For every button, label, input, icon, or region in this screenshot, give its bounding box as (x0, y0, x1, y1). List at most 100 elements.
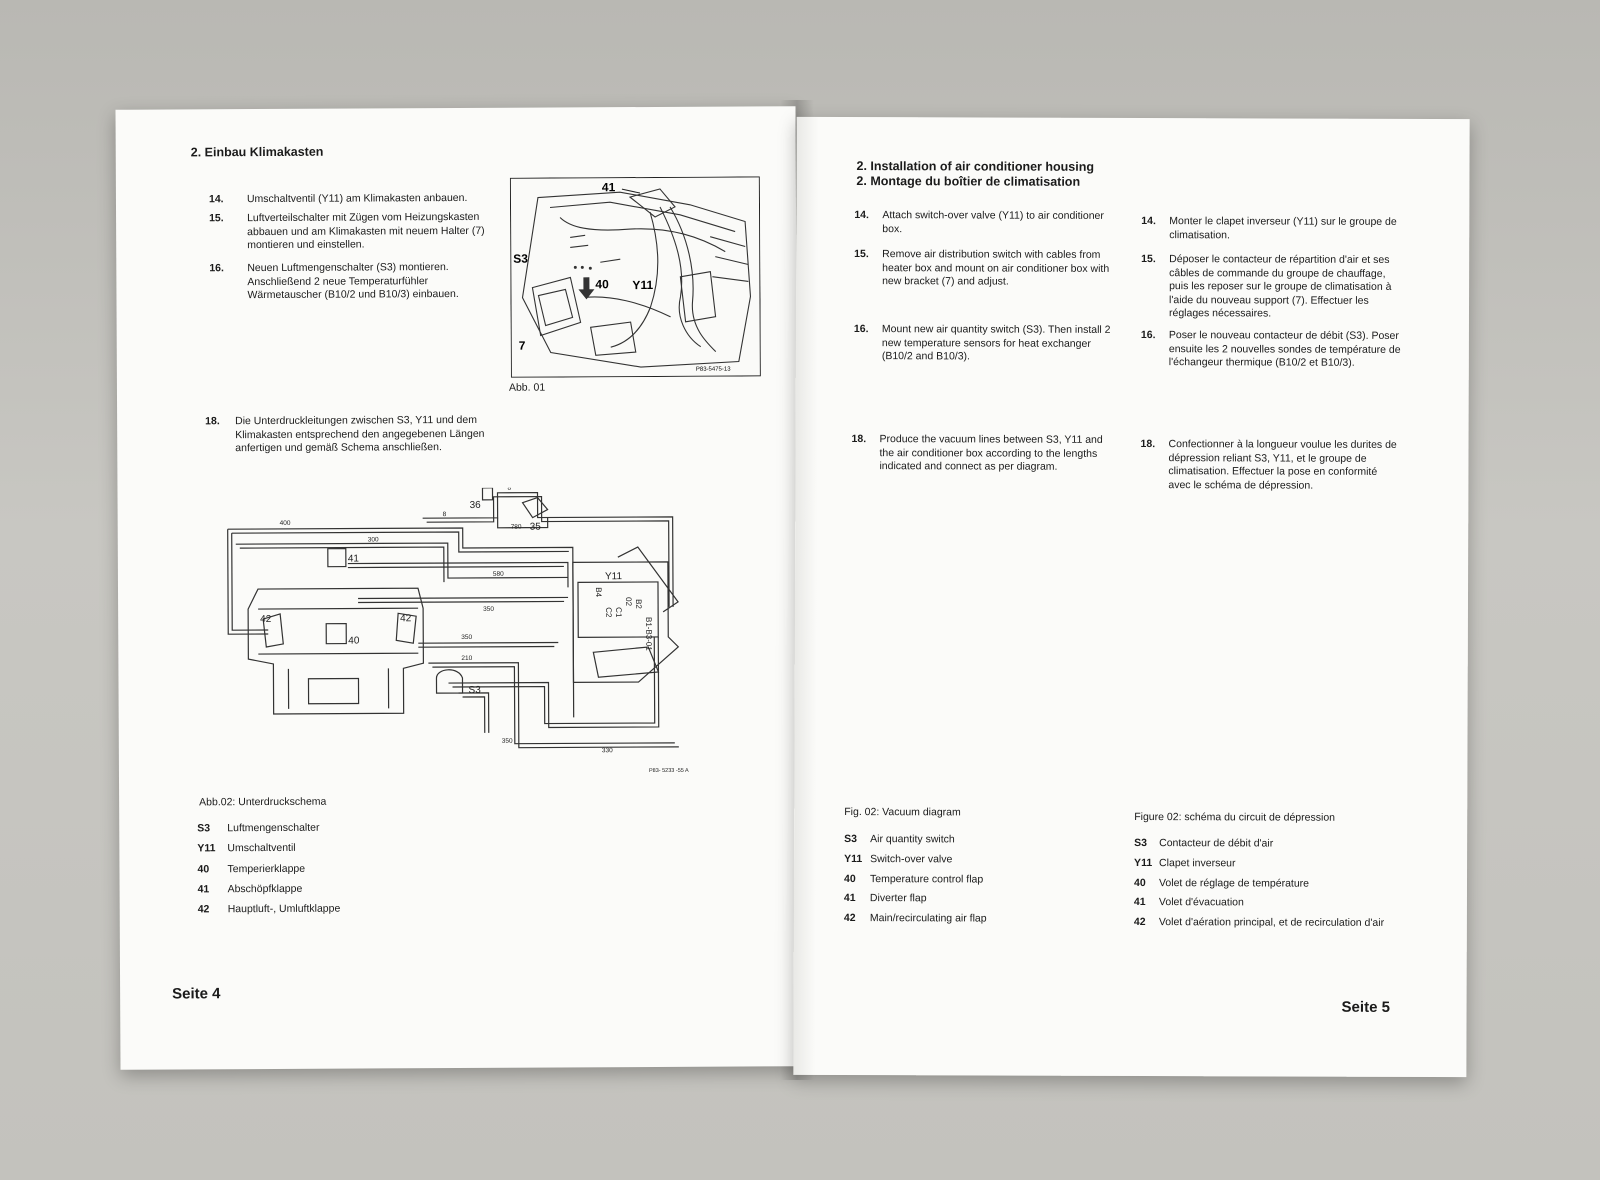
legend-code: 40 (1133, 877, 1146, 890)
legend-label: Volet d'aération principal, et de recirc… (1158, 916, 1385, 929)
step-text: Confectionner à la longueur voulue les d… (1168, 438, 1397, 492)
step-16-en: 16. Mount new air quantity switch (S3). … (854, 323, 1134, 362)
step-number: 16. (209, 262, 224, 275)
step-16-fr: 16. Poser le nouveau contacteur de débit… (1141, 329, 1401, 369)
step-text: Mount new air quantity switch (S3). Then… (881, 323, 1111, 363)
tube-length-350-c: 350 (502, 738, 513, 745)
fig1-label-40: 40 (595, 277, 609, 291)
figure-02-caption-fr: Figure 02: schéma du circuit de dépressi… (1134, 811, 1336, 824)
legend-code: 41 (197, 883, 210, 896)
step-18-de: 18. Die Unterdruckleitungen zwischen S3,… (205, 414, 505, 454)
legend-label: Main/recirculating air flap (869, 912, 987, 925)
fig1-label-7: 7 (519, 339, 526, 353)
step-text: Luftverteilschalter mit Zügen vom Heizun… (247, 210, 485, 252)
legend-code: Y11 (844, 852, 863, 866)
tube-length-580: 580 (493, 571, 504, 578)
tube-length-8-b: 8 (507, 487, 511, 492)
step-number: 15. (854, 248, 869, 261)
tube-length-780: 780 (511, 524, 522, 531)
step-14-fr: 14. Monter le clapet inverseur (Y11) sur… (1141, 215, 1401, 241)
port-label-b4: B4 (594, 587, 603, 597)
step-18-fr: 18. Confectionner à la longueur voulue l… (1141, 438, 1401, 491)
tube-length-8-a: 8 (443, 511, 447, 518)
step-number: 18. (851, 433, 867, 446)
legend-label: Diverter flap (869, 892, 927, 905)
legend-label: Contacteur de débit d'air (1159, 837, 1274, 850)
fig1-label-y11: Y11 (632, 278, 653, 292)
fig1-reference: P83-5475-13 (696, 367, 731, 373)
diagram-label-42-left: 42 (260, 614, 272, 625)
diagram-label-y11: Y11 (605, 571, 623, 582)
legend-label: Volet d'évacuation (1158, 896, 1244, 909)
legend-code: 42 (843, 911, 856, 925)
tube-length-400: 400 (280, 520, 291, 527)
legend-code: 42 (197, 903, 210, 916)
step-15-de: 15. Luftverteilschalter mit Zügen vom He… (209, 211, 509, 251)
diagram-label-s3: S3 (469, 685, 482, 696)
tube-length-300: 300 (368, 536, 379, 543)
section-heading-en: 2. Installation of air conditioner housi… (856, 159, 1095, 174)
section-heading-fr: 2. Montage du boîtier de climatisation (856, 174, 1081, 189)
legend-code: 40 (843, 872, 856, 886)
diagram-label-40: 40 (348, 636, 360, 647)
step-text: Monter le clapet inverseur (Y11) sur le … (1169, 215, 1397, 241)
fig1-label-41: 41 (602, 180, 616, 194)
legend-code: S3 (197, 822, 211, 835)
step-15-en: 15. Remove air distribution switch with … (854, 248, 1134, 288)
legend-code: S3 (1134, 837, 1148, 850)
legend-code: 41 (843, 891, 856, 905)
figure-02-vacuum-diagram: 400 300 580 350 350 210 350 330 780 8 8 … (227, 487, 689, 774)
port-label-b2: B2 (634, 599, 643, 609)
step-number: 15. (209, 212, 224, 225)
step-text: Produce the vacuum lines between S3, Y11… (879, 433, 1103, 473)
legend-code: Y11 (1134, 857, 1153, 870)
legend-label: Volet de réglage de température (1158, 877, 1310, 890)
step-number: 14. (854, 209, 869, 222)
figure-02-caption-de: Abb.02: Unterdruckschema (199, 795, 327, 809)
step-text: Poser le nouveau contacteur de débit (S3… (1168, 329, 1401, 369)
step-18-en: 18. Produce the vacuum lines between S3,… (852, 433, 1132, 473)
step-14-de: 14. Umschaltventil (Y11) am Klimakasten … (209, 192, 509, 205)
step-text: Umschaltventil (Y11) am Klimakasten anba… (246, 191, 468, 206)
diagram-label-42-right: 42 (400, 613, 412, 624)
legend-label: Hauptluft-, Umluftklappe (227, 902, 341, 916)
legend-code: S3 (844, 832, 858, 846)
tube-length-330: 330 (602, 747, 613, 754)
step-number: 14. (1141, 215, 1156, 228)
diagram-label-35: 35 (530, 522, 542, 533)
legend-label: Umschaltventil (227, 841, 296, 855)
step-number: 18. (205, 415, 220, 428)
step-number: 14. (208, 193, 224, 206)
step-15-fr: 15. Déposer le contacteur de répartition… (1141, 253, 1401, 319)
figure-01-caption: Abb. 01 (508, 381, 546, 394)
step-16-de: 16. Neuen Luftmengenschalter (S3) montie… (209, 261, 509, 301)
port-label-c2: C2 (604, 607, 613, 618)
step-text: Déposer le contacteur de répartition d'a… (1168, 253, 1392, 320)
legend-code: 42 (1133, 916, 1146, 929)
legend-label: Abschöpfklappe (227, 882, 303, 896)
legend-code: Y11 (197, 842, 216, 855)
port-label-02: 02 (624, 597, 633, 606)
step-text: Remove air distribution switch with cabl… (882, 248, 1110, 288)
legend-label: Temperature control flap (869, 873, 984, 886)
legend-code: 41 (1133, 896, 1146, 909)
legend-label: Air quantity switch (870, 833, 955, 846)
figure-01-illustration: 41 S3 40 Y11 7 P83-5475-13 (509, 176, 761, 378)
port-label-b1-b3-01: B1-B3-01 (644, 617, 653, 651)
figure-02-caption-en: Fig. 02: Vacuum diagram (844, 805, 961, 819)
tube-length-210: 210 (461, 655, 472, 662)
fig1-label-s3: S3 (513, 252, 528, 266)
page-number-right: Seite 5 (1341, 998, 1390, 1016)
port-label-c1: C1 (614, 607, 623, 618)
legend-label: Temperierklappe (227, 862, 306, 876)
page-number-left: Seite 4 (172, 985, 221, 1003)
step-number: 18. (1140, 438, 1156, 451)
step-number: 16. (1140, 329, 1156, 342)
tube-length-350-a: 350 (483, 606, 494, 613)
step-number: 15. (1141, 253, 1156, 266)
fig2-reference: P83- 5233 -55 A (649, 768, 689, 774)
section-heading-de: 2. Einbau Klimakasten (190, 144, 324, 160)
diagram-label-41: 41 (348, 554, 360, 565)
step-text: Attach switch-over valve (Y11) to air co… (882, 209, 1104, 235)
legend-label: Clapet inverseur (1159, 857, 1236, 870)
